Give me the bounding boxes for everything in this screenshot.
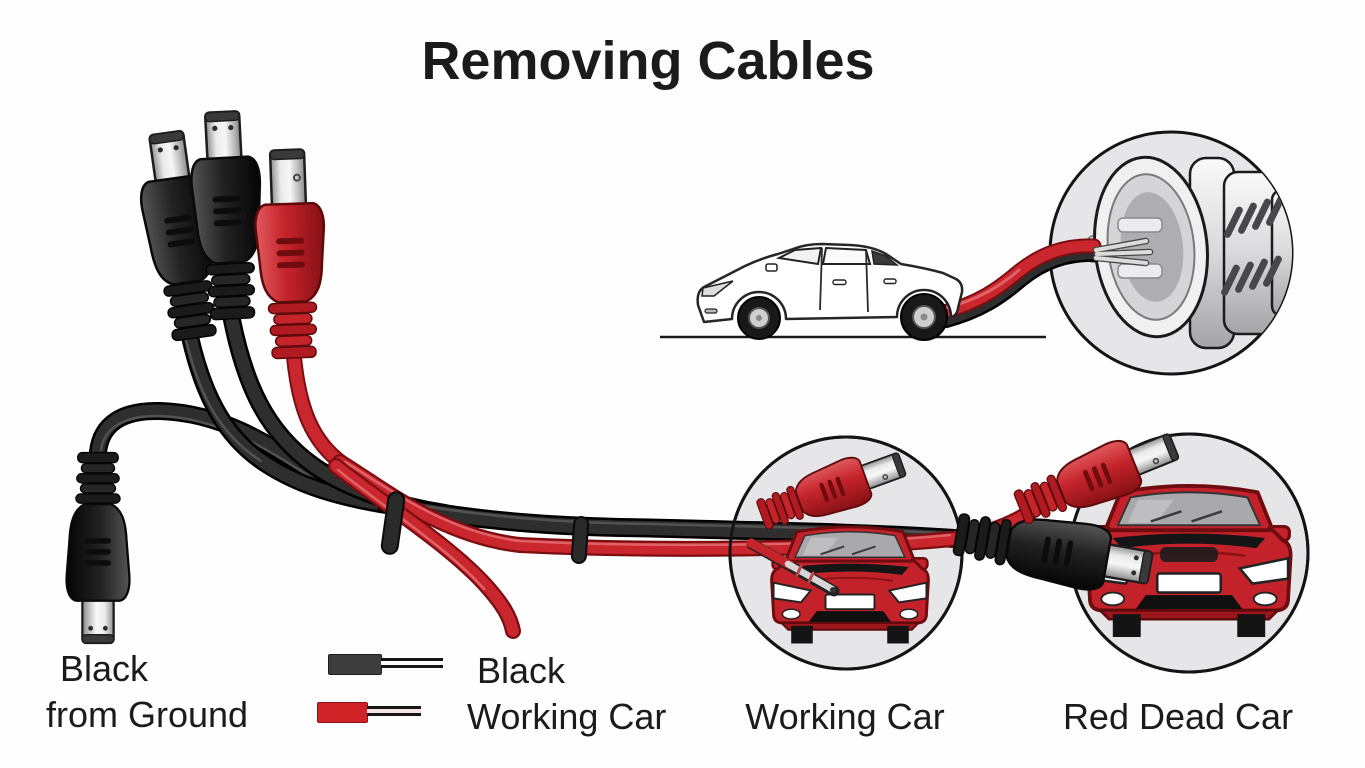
side-mirror	[765, 263, 778, 272]
legend-red-wire-icon	[367, 706, 421, 716]
legend-red-swatch	[317, 702, 368, 723]
wheel	[737, 296, 781, 340]
headlight	[701, 280, 734, 297]
red-test-probe	[746, 538, 840, 597]
windshield	[775, 246, 823, 266]
diagram-title: Removing Cables	[421, 31, 875, 91]
wheel	[900, 293, 948, 341]
working-car-icon	[770, 525, 930, 645]
legend-black-swatch	[328, 654, 382, 675]
legend-red-label: Working Car	[467, 696, 667, 737]
ground-black-plug	[65, 451, 131, 645]
ground-label-line1: Black	[60, 648, 149, 689]
legend-black-label: Black	[477, 650, 566, 691]
socket-vent-slots	[1221, 194, 1285, 296]
connector-socket-closeup-icon	[1087, 155, 1292, 350]
red-plug	[251, 147, 330, 361]
cable-tie	[570, 516, 590, 564]
hood-scoop	[1160, 547, 1218, 562]
ground-label-line2: from Ground	[46, 694, 249, 735]
cable-tie	[380, 491, 406, 555]
legend-black-wire-icon	[381, 658, 443, 668]
working-car-inset-label: Working Car	[745, 696, 945, 737]
connector-closeup-inset	[936, 130, 1294, 376]
dead-car-inset-label: Red Dead Car	[1062, 696, 1294, 737]
white-sedan-side-view	[696, 242, 964, 341]
